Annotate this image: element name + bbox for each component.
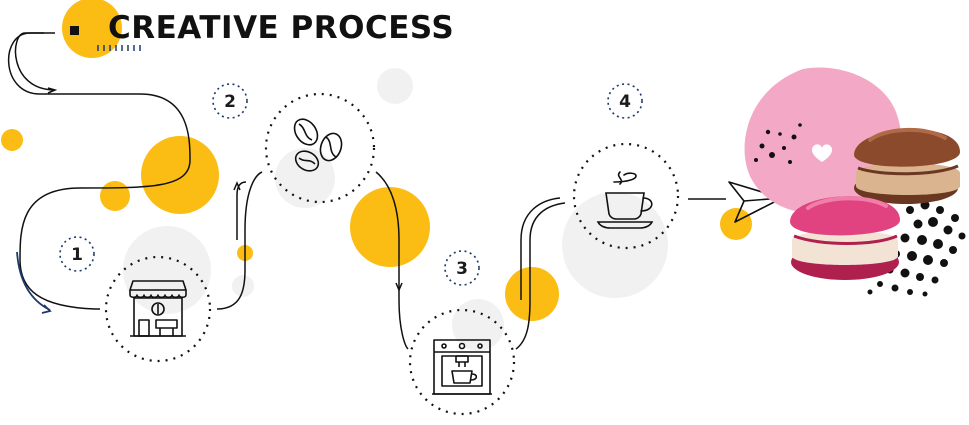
step-2-number: 2: [224, 92, 236, 112]
gray-dot-behind-shop: [123, 226, 211, 314]
coffee-machine-icon: [432, 339, 492, 395]
blue-direction-arrow: [16, 251, 51, 311]
step-3-ring: [408, 308, 516, 416]
yellow-dot-medium-2: [505, 267, 559, 321]
yellow-dot-large: [141, 136, 219, 214]
step-4-number-ring: [607, 83, 643, 119]
background-decorations: [1, 0, 752, 351]
gray-dot-behind-beans: [275, 148, 335, 208]
step-2-number-ring: [212, 83, 248, 119]
yellow-dot-medium: [100, 181, 130, 211]
step-3-number: 3: [456, 259, 468, 279]
yellow-dot-title: [62, 0, 122, 58]
step-2-ring: [264, 92, 376, 204]
gray-dot-behind-cup: [562, 192, 668, 298]
title-dash-decoration: [97, 45, 141, 51]
yellow-dot-small: [1, 129, 23, 151]
title-bullet: [70, 26, 79, 35]
yellow-dot-near-plane: [720, 208, 752, 240]
process-path: [8, 32, 726, 350]
number-rings: [59, 83, 643, 286]
coffee-shop-icon: [129, 280, 187, 337]
icon-rings: [104, 92, 680, 416]
coffee-cup-icon: [596, 171, 654, 229]
step-1-number: 1: [71, 245, 83, 265]
page-title: CREATIVE PROCESS: [108, 10, 455, 46]
yellow-dot-large-2: [350, 187, 430, 267]
step-1-number-ring: [59, 236, 95, 272]
step-4-number: 4: [619, 92, 631, 112]
step-4-ring: [572, 142, 680, 250]
step-3-number-ring: [444, 250, 480, 286]
gray-dot-small: [377, 68, 413, 104]
gray-dot-behind-machine: [452, 299, 504, 351]
blue-arrowhead: [41, 304, 52, 314]
coffee-beans-icon: [293, 118, 343, 172]
step-1-ring: [104, 255, 212, 363]
path-arrowheads: [47, 87, 403, 292]
heart-icon: [812, 144, 832, 162]
macarons-illustration: [744, 67, 966, 297]
